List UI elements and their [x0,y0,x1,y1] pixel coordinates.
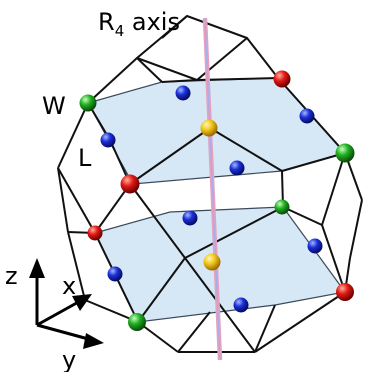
red-atom [336,283,354,301]
blue-atom [175,85,191,101]
l-point-label: L [78,144,92,172]
green-atom [79,94,97,112]
atoms [79,70,355,331]
blue-atom [299,108,315,124]
red-atom [120,174,140,194]
blue-atom [107,266,123,282]
x-arrow-head [72,294,92,311]
blue-atom [233,297,249,313]
red-atom [87,225,103,241]
x-axis-label: x [62,272,76,300]
r4-axis-label: R4 axis [98,8,180,40]
polyhedron-edges [57,15,363,353]
green-atom [335,143,355,163]
blue-atom [307,238,323,254]
y-arrow-head [83,333,104,349]
y-axis-label: y [62,346,76,372]
blue-atom [229,160,245,176]
w-point-label: W [42,92,66,120]
yellow-atom [203,253,221,271]
blue-atom [100,132,116,148]
green-atom [128,313,146,331]
r4-axis-line [202,17,223,361]
z-axis-label: z [5,262,18,290]
green-atom [274,199,290,215]
coordinate-axes: z x y [5,258,104,372]
blue-atom [182,210,198,226]
z-arrow-head [29,258,45,278]
yellow-atom [200,119,218,137]
red-atom [273,70,291,88]
